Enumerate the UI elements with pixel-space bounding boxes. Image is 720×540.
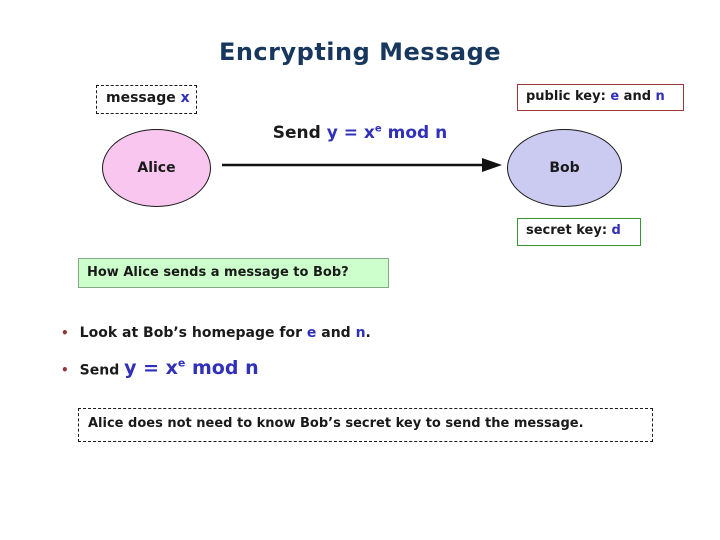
bullet2-exponent: e	[177, 357, 186, 370]
bullet2-rhs: mod n	[185, 357, 259, 380]
public-key-box: public key: e and n	[517, 84, 684, 111]
public-key-n: n	[655, 89, 665, 104]
bullet2-send: Send	[79, 362, 125, 379]
public-key-and: and	[619, 89, 656, 104]
bullet2-formula: y = xe mod n	[124, 357, 258, 379]
bob-label: Bob	[549, 160, 580, 176]
alice-node: Alice	[102, 129, 211, 207]
bullet1-e: e	[306, 325, 317, 341]
message-variable-x: x	[180, 90, 190, 106]
formula-exponent: e	[374, 123, 382, 135]
formula-rhs: mod n	[381, 123, 448, 143]
formula-lhs: y = x	[326, 123, 375, 143]
bullet2-text: Send y = xe mod n	[80, 357, 259, 379]
send-word: Send	[272, 123, 327, 143]
slide-title: Encrypting Message	[218, 38, 502, 66]
arrow-alice-to-bob-icon	[222, 158, 502, 172]
bullet1-n: n	[355, 325, 366, 341]
bob-node: Bob	[507, 129, 622, 207]
secret-key-label: secret key:	[526, 223, 612, 238]
bullet1-t2: and	[316, 325, 356, 341]
bullet1-t1: Look at Bob’s homepage for	[79, 325, 307, 341]
send-formula-caption: Send y = xe mod n	[0, 123, 720, 143]
bullet-icon: •	[61, 326, 69, 340]
secret-key-box: secret key: d	[517, 218, 641, 246]
message-box-label: message	[106, 90, 181, 106]
secret-key-d: d	[611, 223, 621, 238]
question-banner: How Alice sends a message to Bob?	[78, 258, 389, 288]
bullet2-lhs: y = x	[124, 357, 178, 380]
bullet1-text: Look at Bob’s homepage for e and n.	[80, 325, 371, 341]
public-key-e: e	[610, 89, 620, 104]
message-box: message x	[96, 85, 197, 114]
public-key-label: public key:	[526, 89, 611, 104]
bullet-item-lookup: • Look at Bob’s homepage for e and n.	[61, 325, 371, 341]
bullet-item-send: • Send y = xe mod n	[61, 357, 259, 379]
note-box: Alice does not need to know Bob’s secret…	[78, 408, 653, 442]
bullet1-t3: .	[365, 325, 371, 341]
bullet-icon: •	[61, 363, 69, 378]
alice-label: Alice	[137, 160, 176, 176]
